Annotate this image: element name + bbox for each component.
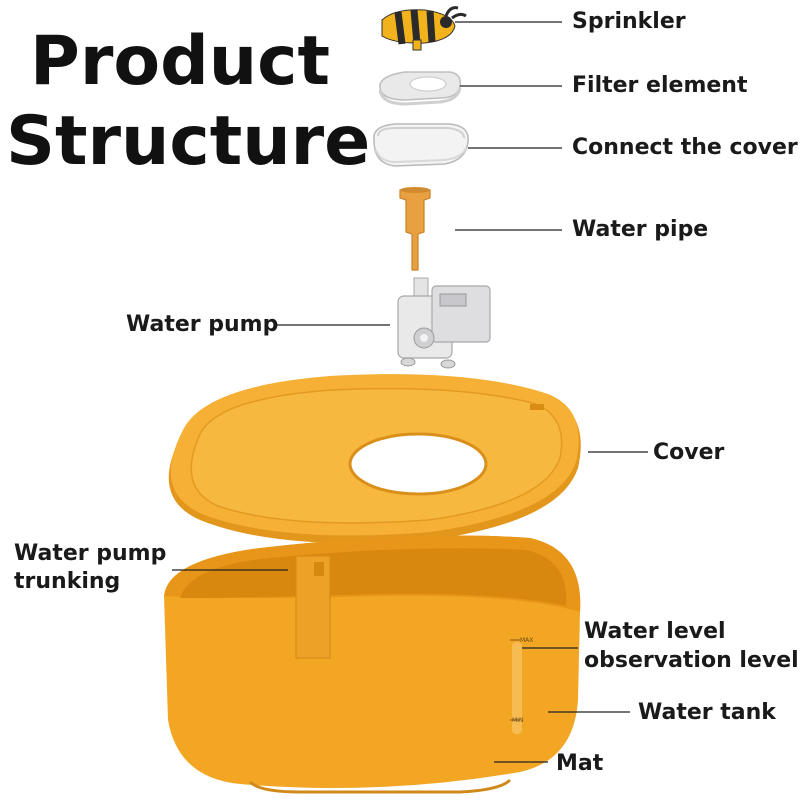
sprinkler-label: Sprinkler [572, 8, 686, 36]
connect-cover-label: Connect the cover [572, 134, 798, 162]
filter-element-label: Filter element [572, 72, 747, 100]
max-mark: MAX [520, 637, 533, 644]
filter-element-part [380, 72, 460, 104]
min-mark: MIN [512, 717, 523, 724]
level-observation-label-line-1: Water level [584, 618, 726, 646]
water-tank-label: Water tank [638, 699, 776, 727]
mat-label: Mat [556, 750, 603, 778]
level-observation-label-line-2: observation level [584, 647, 799, 675]
water-pump-label: Water pump [126, 311, 278, 339]
cover-part [169, 374, 581, 543]
connect-cover-part [374, 124, 468, 166]
cover-label: Cover [653, 439, 724, 467]
water-tank-part: MAX MIN [164, 536, 580, 792]
water-pipe-part [400, 187, 430, 270]
sprinkler-part [382, 8, 466, 50]
pump-trunking-label-line-2: trunking [14, 568, 120, 596]
water-pump-part [398, 278, 490, 368]
pump-trunking-label-line-1: Water pump [14, 540, 166, 568]
water-pipe-label: Water pipe [572, 216, 708, 244]
